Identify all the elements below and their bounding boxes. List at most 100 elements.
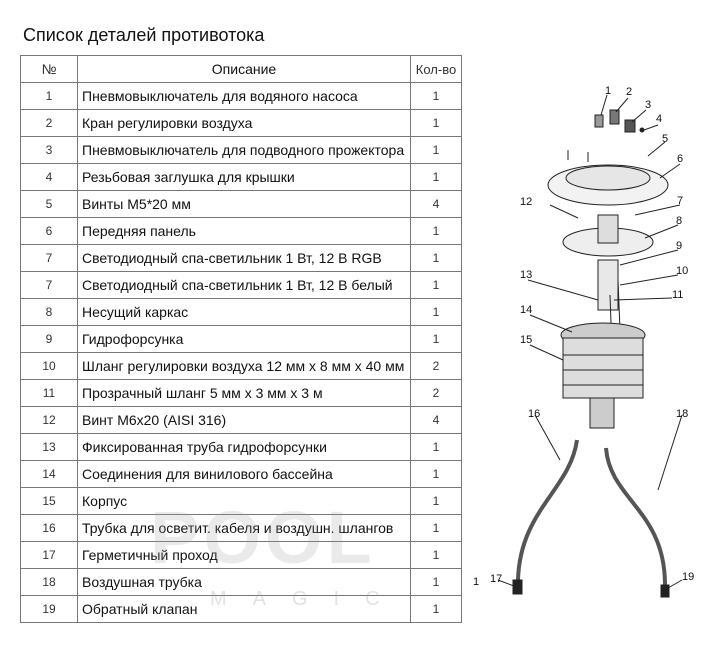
- callout-10: 10: [676, 265, 688, 277]
- callout-14: 14: [520, 304, 532, 316]
- callout-18: 18: [676, 408, 688, 420]
- row-quantity: 4: [410, 190, 462, 218]
- row-number: 7: [20, 244, 78, 272]
- row-number: 4: [20, 163, 78, 191]
- row-quantity: 1: [410, 271, 462, 299]
- row-description: Светодиодный спа-светильник 1 Вт, 12 В R…: [77, 244, 411, 272]
- row-number: 3: [20, 136, 78, 164]
- row-description: Винты М5*20 мм: [77, 190, 411, 218]
- row-description: Герметичный проход: [77, 541, 411, 569]
- row-description: Винт М6х20 (AISI 316): [77, 406, 411, 434]
- row-description: Передняя панель: [77, 217, 411, 245]
- row-quantity: 1: [410, 325, 462, 353]
- row-description: Фиксированная труба гидрофорсунки: [77, 433, 411, 461]
- row-quantity: 1: [410, 217, 462, 245]
- part-10-shape: [617, 279, 621, 331]
- callout-16: 16: [528, 408, 540, 420]
- row-description: Прозрачный шланг 5 мм х 3 мм х 3 м: [77, 379, 411, 407]
- row-number: 8: [20, 298, 78, 326]
- exploded-diagram: 1 2 3 4 5 6 7 8 9 10 11 12 13 14 15 16 1…: [473, 85, 694, 598]
- row-number: 12: [20, 406, 78, 434]
- row-quantity: 1: [410, 514, 462, 542]
- part-18-shape: [604, 447, 667, 586]
- callout-3: 3: [645, 99, 651, 111]
- row-number: 7: [20, 271, 78, 299]
- row-quantity: 2: [410, 379, 462, 407]
- row-quantity: 1: [410, 163, 462, 191]
- row-quantity: 2: [410, 352, 462, 380]
- row-number: 13: [20, 433, 78, 461]
- callout-12: 12: [520, 196, 532, 208]
- row-quantity: 1: [410, 568, 462, 596]
- callout-5: 5: [662, 133, 668, 145]
- row-description: Несущий каркас: [77, 298, 411, 326]
- row-number: 2: [20, 109, 78, 137]
- row-quantity: 1: [410, 460, 462, 488]
- part-19-shape: [660, 584, 670, 598]
- row-description: Шланг регулировки воздуха 12 мм х 8 мм х…: [77, 352, 411, 380]
- row-number: 14: [20, 460, 78, 488]
- row-number: 10: [20, 352, 78, 380]
- row-quantity: 1: [410, 487, 462, 515]
- part-1-shape: [594, 114, 604, 128]
- row-number: 16: [20, 514, 78, 542]
- callout-19: 19: [682, 571, 694, 583]
- row-number: 1: [20, 82, 78, 110]
- part-3-shape: [624, 119, 636, 133]
- row-description: Трубка для осветит. кабеля и воздушн. шл…: [77, 514, 411, 542]
- row-description: Обратный клапан: [77, 595, 411, 623]
- callout-6: 6: [677, 153, 683, 165]
- callout-1: 1: [605, 85, 611, 97]
- callout-8: 8: [676, 215, 682, 227]
- row-description: Гидрофорсунка: [77, 325, 411, 353]
- row-number: 17: [20, 541, 78, 569]
- callout-15: 15: [520, 334, 532, 346]
- row-description: Светодиодный спа-светильник 1 Вт, 12 В б…: [77, 271, 411, 299]
- part-4-shape: [639, 127, 645, 133]
- row-number: 9: [20, 325, 78, 353]
- table-header-row: № Описание Кол-во: [20, 55, 462, 83]
- callout-2: 2: [626, 86, 632, 98]
- row-description: Соединения для винилового бассейна: [77, 460, 411, 488]
- header-number: №: [20, 55, 78, 83]
- row-number: 18: [20, 568, 78, 596]
- row-number: 5: [20, 190, 78, 218]
- callout-4: 4: [656, 113, 662, 125]
- callout-13: 13: [520, 269, 532, 281]
- row-description: Воздушная трубка: [77, 568, 411, 596]
- row-quantity: 1: [410, 136, 462, 164]
- row-quantity: 1: [410, 244, 462, 272]
- row-number: 6: [20, 217, 78, 245]
- row-quantity: 1: [410, 298, 462, 326]
- callout-1-bottom: 1: [473, 576, 479, 588]
- part-9-shape: [597, 259, 619, 311]
- header-description: Описание: [77, 55, 411, 83]
- part-16-shape: [516, 439, 579, 581]
- callout-11: 11: [672, 289, 683, 301]
- row-description: Кран регулировки воздуха: [77, 109, 411, 137]
- part-15-shape: [562, 337, 644, 399]
- part-6-top: [565, 165, 651, 191]
- part-2-shape: [609, 109, 620, 125]
- row-number: 19: [20, 595, 78, 623]
- row-number: 15: [20, 487, 78, 515]
- row-quantity: 1: [410, 433, 462, 461]
- row-description: Корпус: [77, 487, 411, 515]
